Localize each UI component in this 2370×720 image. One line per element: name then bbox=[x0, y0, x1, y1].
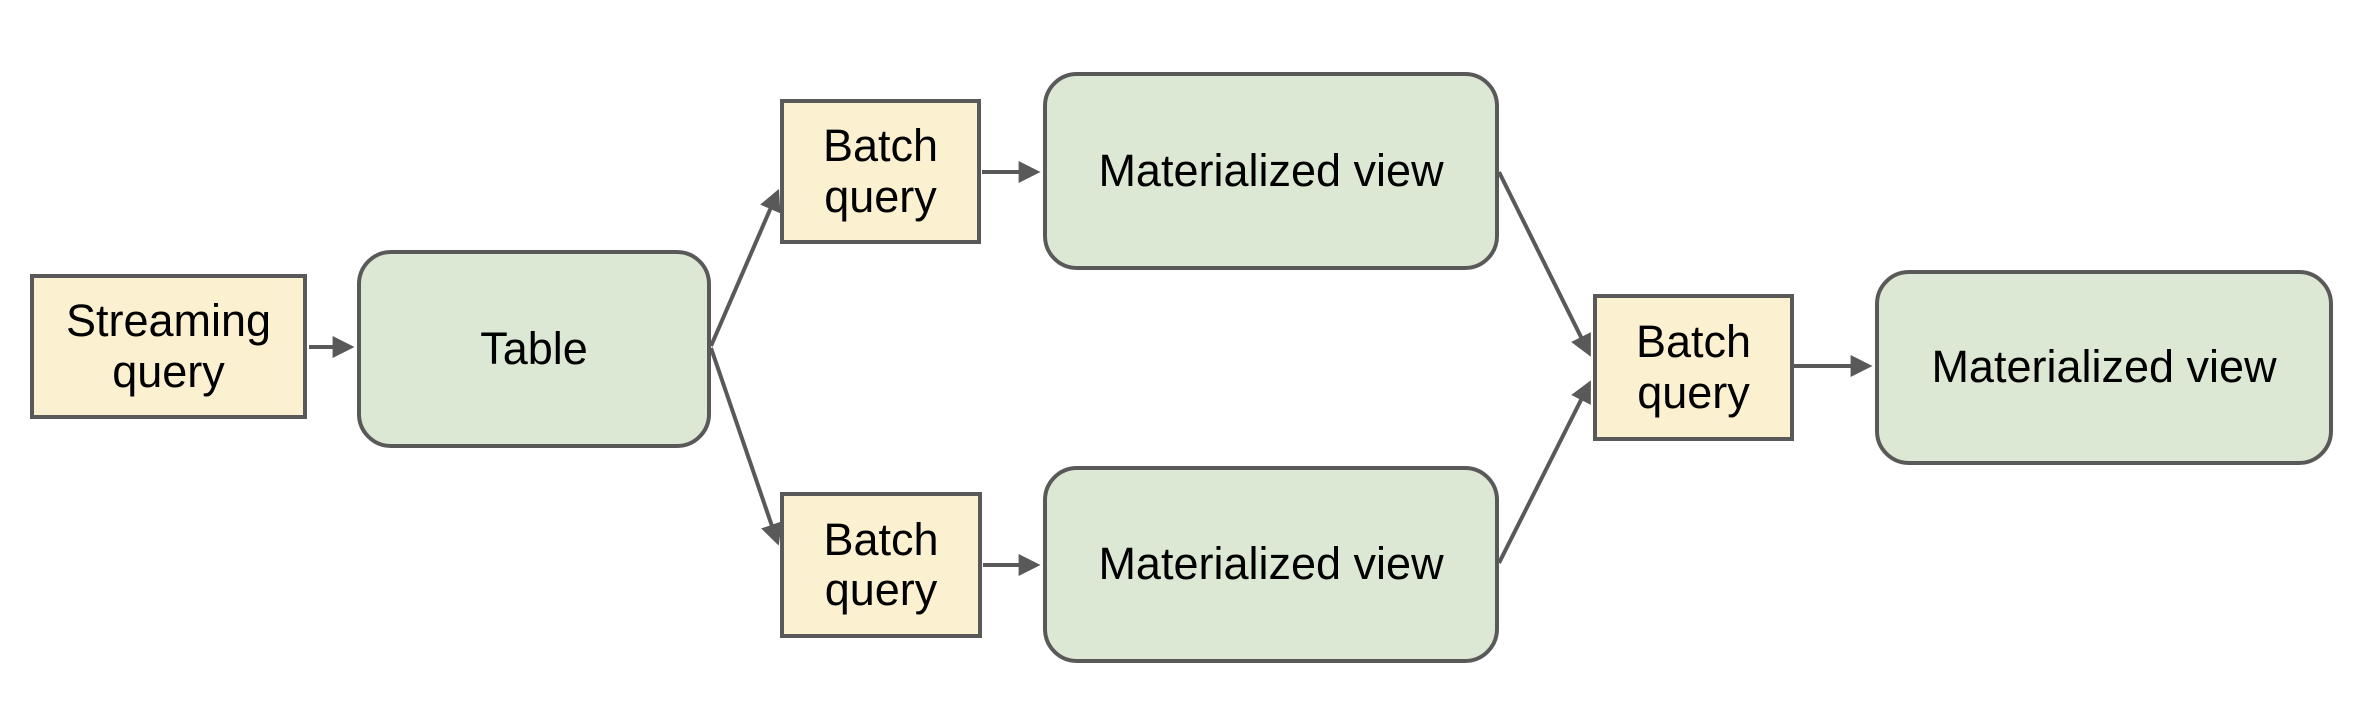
node-batch-query-final: Batch query bbox=[1593, 294, 1794, 441]
node-materialized-view-final: Materialized view bbox=[1875, 270, 2333, 465]
node-materialized-view-top: Materialized view bbox=[1043, 72, 1499, 270]
node-batch-query-bottom-label: Batch query bbox=[823, 513, 939, 615]
node-batch-query-final-label: Batch query bbox=[1635, 316, 1752, 418]
node-batch-query-bottom: Batch query bbox=[780, 492, 982, 638]
node-materialized-view-top-label: Materialized view bbox=[1098, 144, 1444, 196]
node-table-label: Table bbox=[480, 322, 588, 374]
node-batch-query-top: Batch query bbox=[780, 99, 981, 244]
edge-table-to-batch-query-top bbox=[709, 188, 781, 347]
node-materialized-view-final-label: Materialized view bbox=[1931, 341, 2277, 393]
node-batch-query-top-label: Batch query bbox=[822, 120, 939, 222]
node-streaming-query: Streaming query bbox=[30, 274, 307, 419]
node-table: Table bbox=[357, 250, 711, 448]
edge-materialized-view-top-to-batch-query-final bbox=[1497, 171, 1591, 357]
edge-materialized-view-bottom-to-batch-query-final bbox=[1497, 380, 1591, 564]
edge-table-to-batch-query-bottom bbox=[709, 347, 782, 546]
node-materialized-view-bottom: Materialized view bbox=[1043, 466, 1499, 663]
node-streaming-query-label: Streaming query bbox=[65, 295, 272, 397]
node-materialized-view-bottom-label: Materialized view bbox=[1098, 538, 1444, 590]
